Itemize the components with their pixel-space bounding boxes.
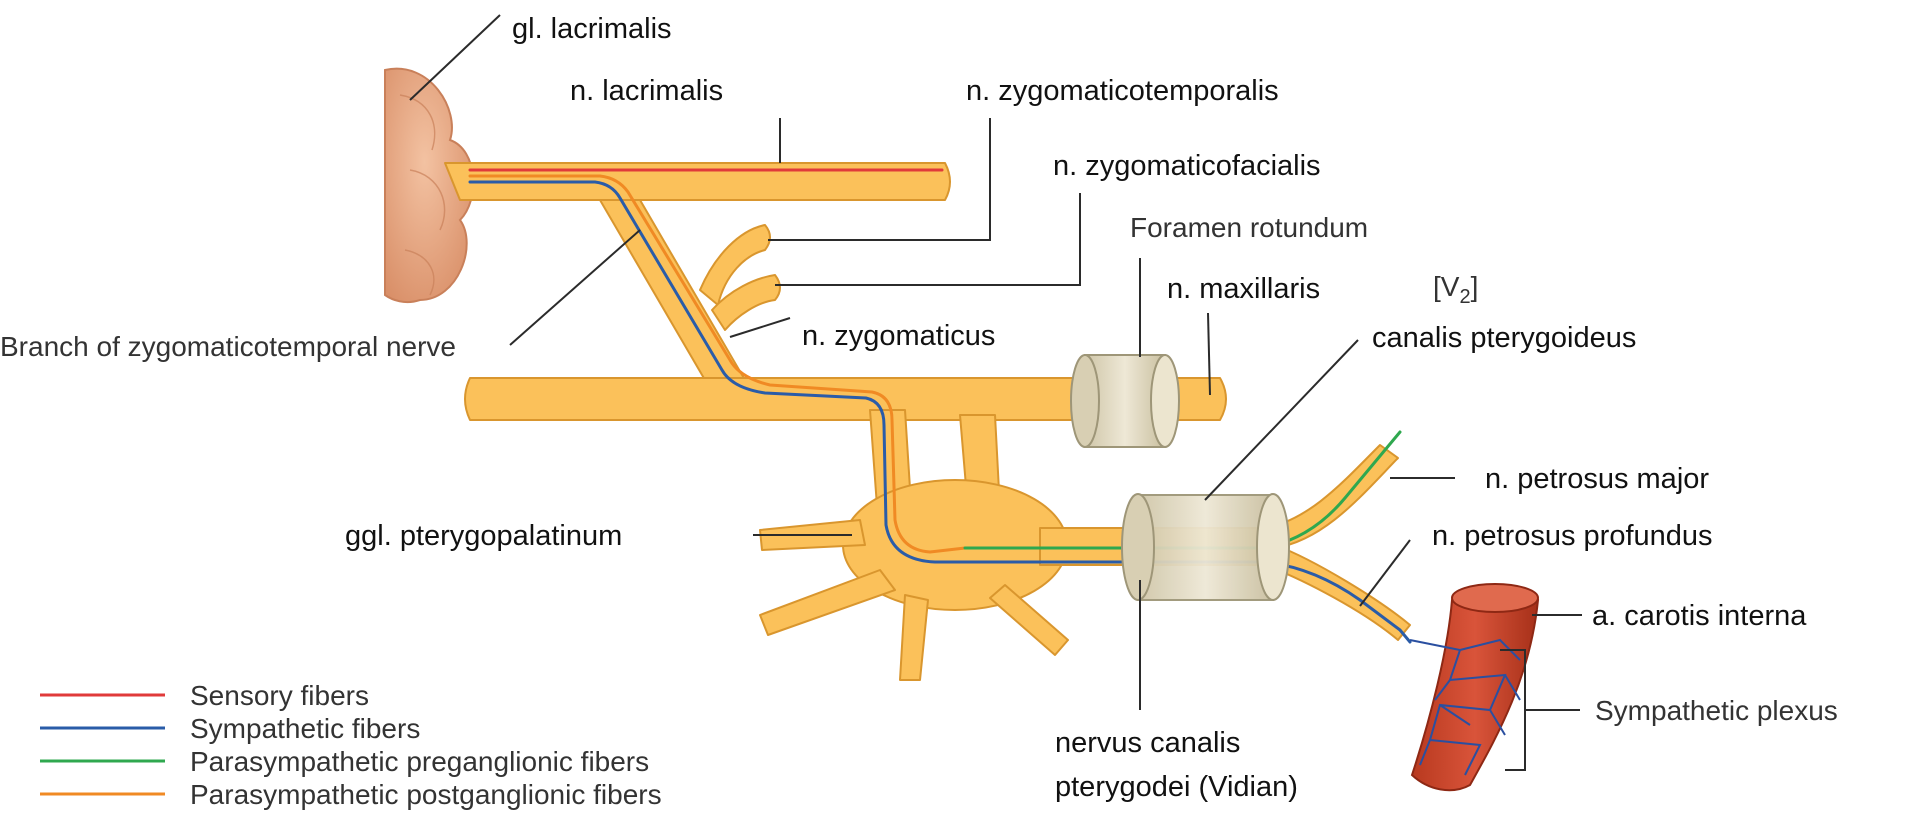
label-n-zygomaticotemporalis: n. zygomaticotemporalis <box>966 75 1279 107</box>
carotid-artery <box>1410 584 1538 790</box>
legend-label: Parasympathetic postganglionic fibers <box>190 779 662 810</box>
label-a-carotis-interna: a. carotis interna <box>1592 600 1807 632</box>
label-n-zygomaticofacialis: n. zygomaticofacialis <box>1053 150 1321 182</box>
canalis-pterygoideus-ring <box>1122 494 1289 600</box>
label-nervus-canalis-line2: pterygodei (Vidian) <box>1055 771 1298 803</box>
foramen-rotundum-ring <box>1071 355 1179 447</box>
label-n-zygomaticus: n. zygomaticus <box>802 320 995 352</box>
label-n-petrosus-major: n. petrosus major <box>1485 463 1709 495</box>
label-v2: [V2] <box>1433 271 1478 308</box>
label-gl-lacrimalis: gl. lacrimalis <box>512 13 672 45</box>
label-branch-zygomaticotemporal: Branch of zygomaticotemporal nerve <box>0 331 456 362</box>
label-n-lacrimalis: n. lacrimalis <box>570 75 723 107</box>
label-sympathetic-plexus: Sympathetic plexus <box>1595 695 1838 726</box>
label-ggl-pterygopalatinum: ggl. pterygopalatinum <box>345 520 622 552</box>
legend-label: Sympathetic fibers <box>190 713 420 744</box>
label-n-maxillaris: n. maxillaris <box>1167 273 1320 305</box>
legend-label: Sensory fibers <box>190 680 369 711</box>
label-foramen-rotundum: Foramen rotundum <box>1130 212 1368 243</box>
label-n-petrosus-profundus: n. petrosus profundus <box>1432 520 1713 552</box>
label-nervus-canalis-line1: nervus canalis <box>1055 727 1240 759</box>
label-canalis-pterygoideus: canalis pterygoideus <box>1372 322 1636 354</box>
legend-label: Parasympathetic preganglionic fibers <box>190 746 649 777</box>
